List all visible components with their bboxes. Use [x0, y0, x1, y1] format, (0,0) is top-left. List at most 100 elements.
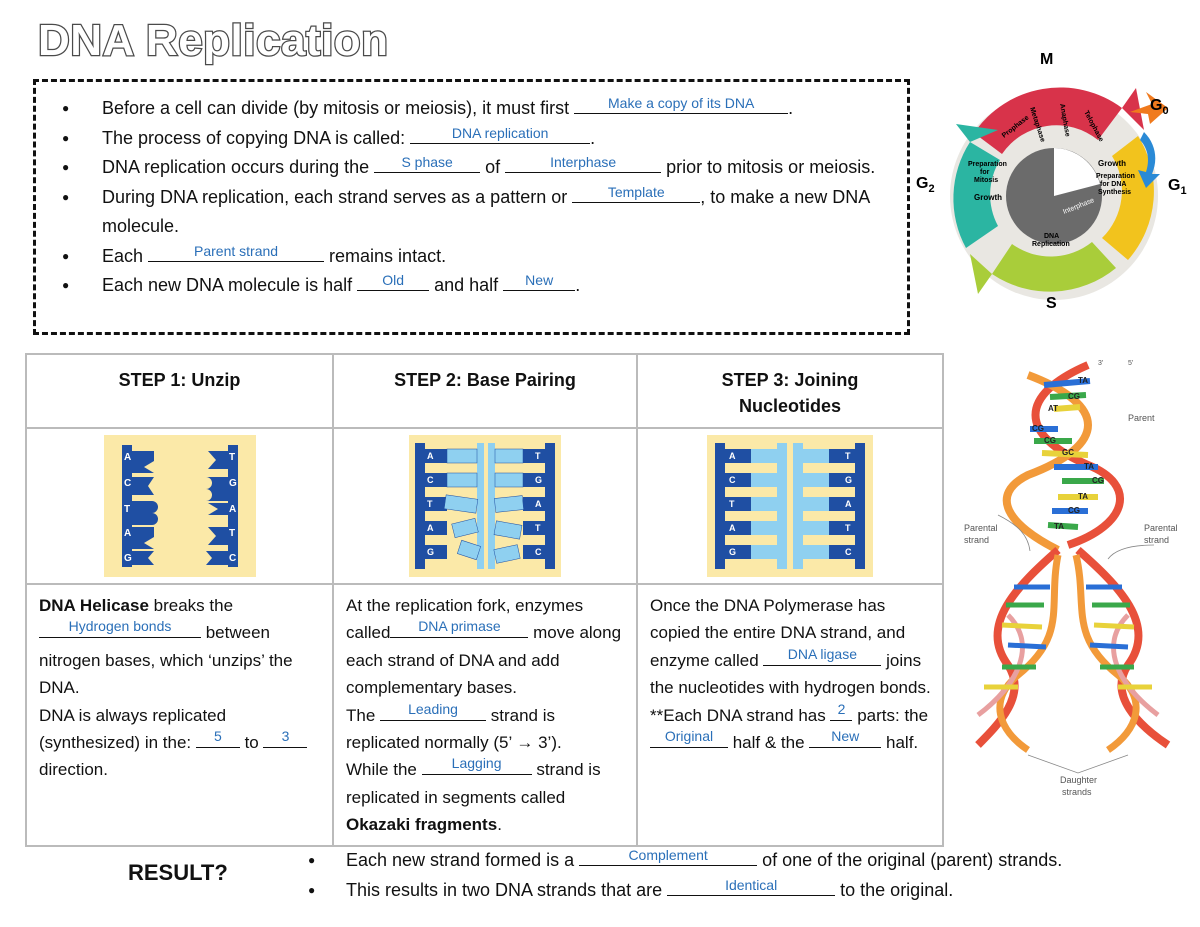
g2-arc [953, 142, 1000, 248]
center-wedge [1054, 148, 1100, 196]
svg-text:CG: CG [1068, 392, 1080, 401]
svg-text:GC: GC [1062, 448, 1074, 457]
step1-description: DNA Helicase breaks the Hydrogen bonds b… [25, 583, 334, 847]
svg-text:G: G [427, 547, 434, 557]
s-arrowhead [970, 254, 992, 294]
blank-field[interactable]: Identical [667, 877, 836, 896]
blank-field[interactable]: S phase [374, 154, 481, 173]
label-parent: Parent [1128, 413, 1155, 423]
answer-text: Interphase [550, 154, 617, 170]
answer-text: DNA replication [451, 124, 549, 141]
svg-text:strands: strands [1062, 787, 1092, 797]
label-s: S [1046, 295, 1057, 312]
svg-text:C: C [535, 547, 542, 557]
step3-header: STEP 3: Joining Nucleotides [636, 353, 944, 429]
helix-left-branch [975, 546, 1062, 753]
label-m: M [1040, 51, 1053, 68]
svg-text:Parental: Parental [964, 523, 998, 533]
label-growth-right: Growth [1098, 159, 1126, 168]
label-dna-rep-1: DNA [1044, 233, 1059, 240]
result-bullet-1: Each new strand formed is a Complement o… [308, 846, 1062, 876]
label-prep-mitosis-1: Preparation [968, 161, 1007, 168]
answer-text: Make a copy of its DNA [608, 95, 755, 111]
result-label: RESULT? [128, 860, 228, 885]
label-g2: G2 [916, 175, 935, 195]
answer-text: New [525, 272, 554, 288]
svg-text:A: A [845, 499, 852, 509]
svg-text:G: G [729, 547, 736, 557]
answer-text: Template [607, 183, 665, 200]
answer-text: New [831, 728, 860, 745]
label-growth-left: Growth [974, 193, 1002, 202]
blank-field[interactable]: Parent strand [148, 243, 325, 262]
answer-text: Leading [408, 700, 458, 717]
parental-right-leader [1107, 544, 1155, 560]
label-prep-dna-2: for DNA [1100, 181, 1126, 188]
svg-text:AT: AT [1048, 404, 1058, 413]
svg-text:A: A [229, 504, 236, 515]
svg-text:T: T [229, 452, 235, 463]
s-arc [992, 242, 1116, 292]
g0-arrow [1130, 92, 1168, 124]
svg-text:A: A [427, 451, 434, 461]
mitosis-arc [974, 87, 1122, 154]
cell-cycle-diagram: M G0 G1 G2 S Prophase Metaphase Anaphase… [916, 51, 1187, 312]
svg-text:CG: CG [1044, 436, 1056, 445]
label-3-prime-top: 3' [1098, 360, 1103, 367]
blank-field[interactable]: 2 [830, 701, 853, 721]
steps-table: STEP 1: Unzip STEP 2: Base Pairing STEP … [25, 353, 944, 847]
answer-text: DNA ligase [787, 645, 858, 662]
blank-field[interactable]: Interphase [505, 154, 662, 173]
answer-text: S phase [401, 154, 453, 170]
blank-field[interactable]: Make a copy of its DNA [574, 95, 789, 114]
answer-text: DNA primase [418, 618, 501, 635]
blank-field[interactable]: Complement [579, 847, 758, 866]
svg-text:T: T [124, 504, 130, 515]
svg-text:T: T [535, 523, 541, 533]
blank-field[interactable]: Template [572, 184, 701, 203]
label-5-prime-top: 5' [1128, 360, 1133, 367]
blank-field[interactable]: Old [357, 272, 430, 291]
intro-bullet-3: DNA replication occurs during the S phas… [62, 153, 902, 183]
blank-field[interactable]: New [503, 272, 576, 291]
svg-text:T: T [535, 451, 541, 461]
helix-right-branch [1072, 546, 1171, 753]
svg-text:CG: CG [1068, 506, 1080, 515]
blank-field[interactable]: New [809, 728, 882, 749]
blank-field[interactable]: DNA primase [390, 618, 529, 639]
svg-text:T: T [229, 528, 235, 539]
svg-text:T: T [729, 499, 735, 509]
svg-text:G: G [124, 553, 132, 564]
svg-text:G: G [229, 478, 237, 489]
svg-text:G: G [845, 475, 852, 485]
svg-text:C: C [427, 475, 434, 485]
blank-field[interactable]: 3 [263, 728, 308, 749]
blank-field[interactable]: DNA ligase [763, 646, 882, 666]
intro-bullet-6: Each new DNA molecule is half Old and ha… [62, 271, 902, 301]
g2-arrowhead [956, 124, 998, 142]
label-dna-rep-2: Replication [1032, 241, 1070, 248]
intro-box: Before a cell can divide (by mitosis or … [33, 79, 910, 335]
svg-text:strand: strand [964, 535, 989, 545]
answer-text: 2 [837, 700, 846, 717]
blank-field[interactable]: Original [650, 728, 728, 749]
intro-bullet-2: The process of copying DNA is called: DN… [62, 124, 902, 154]
result-bullet-2: This results in two DNA strands that are… [308, 876, 1062, 906]
label-prep-mitosis-2: for [980, 169, 990, 176]
svg-text:strand: strand [1144, 535, 1169, 545]
blank-field[interactable]: Hydrogen bonds [39, 618, 201, 639]
answer-text: Identical [725, 876, 778, 893]
svg-text:A: A [729, 523, 736, 533]
svg-text:CG: CG [1032, 424, 1044, 433]
blank-field[interactable]: DNA replication [410, 125, 591, 144]
blank-field[interactable]: 5 [195, 728, 240, 749]
g0-return-arrow [1138, 132, 1160, 188]
svg-text:C: C [124, 478, 131, 489]
answer-text: Lagging [451, 755, 502, 772]
blank-field[interactable]: Lagging [421, 755, 532, 776]
answer-text: Original [664, 728, 714, 745]
blank-field[interactable]: Leading [380, 701, 487, 721]
